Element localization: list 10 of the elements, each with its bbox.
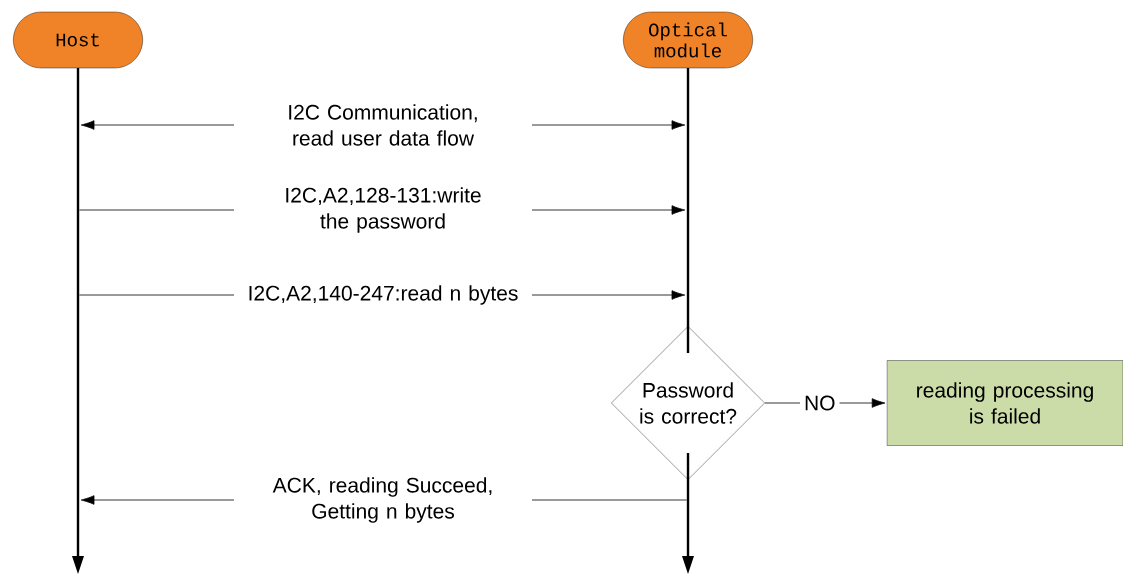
lifeline <box>682 453 694 574</box>
edge-label: I2C Communication, read user data flow <box>234 100 532 150</box>
edge-label: I2C,A2,128-131:write the password <box>234 183 532 237</box>
lifeline <box>72 68 84 574</box>
edge-label: I2C,A2,140-247:read n bytes <box>234 281 532 309</box>
participant-box: Host <box>13 11 143 69</box>
edge-label: ACK, reading Succeed, Getting n bytes <box>234 473 532 527</box>
edge-label: NO <box>800 391 840 415</box>
process-box: reading processing is failed <box>886 360 1123 446</box>
participant-box: Optical module <box>623 11 753 69</box>
